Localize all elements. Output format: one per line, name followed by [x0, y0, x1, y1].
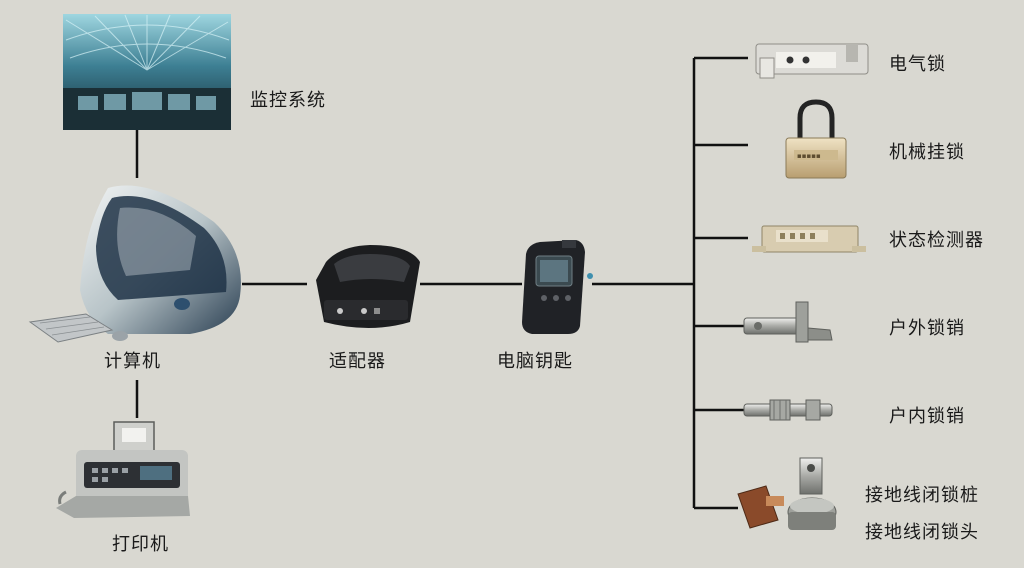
computer-label: 计算机 [104, 351, 161, 372]
indoor-lock-pin-image [743, 399, 833, 421]
grounding-lock-head-label: 接地线闭锁头 [865, 522, 979, 543]
indoor-lock-pin-label: 户内锁销 [889, 406, 965, 427]
computer-image [28, 185, 241, 343]
outdoor-lock-pin-label: 户外锁销 [889, 318, 965, 339]
connection-lines [135, 56, 748, 510]
monitor-system-label: 监控系统 [250, 90, 326, 111]
svg-text:▪▪▪▪▪: ▪▪▪▪▪ [797, 152, 821, 160]
monitor-screen-image [63, 14, 231, 130]
computer-key-label: 电脑钥匙 [497, 351, 573, 372]
adapter-image [316, 245, 420, 328]
outdoor-lock-pin-image [743, 301, 833, 343]
computer-key-image [522, 240, 593, 334]
adapter-label: 适配器 [329, 351, 386, 372]
status-detector-label: 状态检测器 [889, 230, 984, 251]
mechanical-padlock-label: 机械挂锁 [889, 142, 965, 163]
electric-lock-label: 电气锁 [889, 54, 946, 75]
mechanical-padlock-image: ▪▪▪▪▪ [785, 99, 847, 179]
printer-image [56, 421, 190, 518]
grounding-lock-image [737, 457, 837, 530]
electric-lock-image [755, 43, 869, 79]
status-detector-image [752, 225, 866, 253]
grounding-lock-post-label: 接地线闭锁桩 [865, 485, 979, 506]
printer-label: 打印机 [112, 534, 169, 555]
